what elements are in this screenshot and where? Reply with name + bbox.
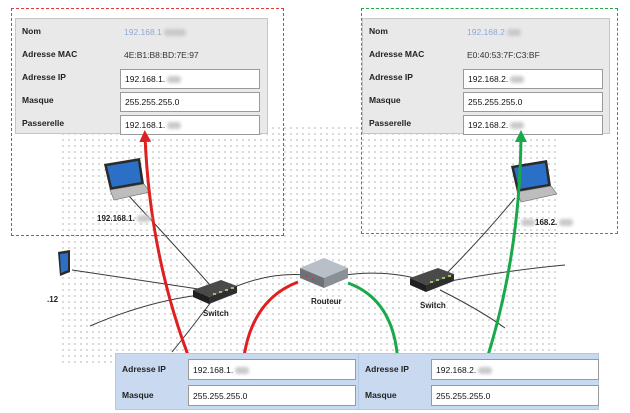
left-ip-field[interactable]: 192.168.1.	[120, 69, 260, 89]
bottom-left-ip-label: Adresse IP	[122, 364, 166, 374]
router-icon	[300, 258, 348, 288]
right-laptop-label: 168.2.	[519, 218, 574, 227]
left-name-value[interactable]: 192.168.1	[120, 23, 260, 43]
blurred-text	[167, 76, 182, 84]
left-mac-value: 4E:B1:B8:BD:7E:97	[124, 50, 199, 60]
left-name-label: Nom	[22, 26, 41, 36]
left-mask-field[interactable]: 255.255.255.0	[120, 92, 260, 112]
blurred-text	[163, 29, 186, 37]
right-gateway-label: Passerelle	[369, 118, 412, 128]
right-name-label: Nom	[369, 26, 388, 36]
cable-router-switch	[344, 272, 416, 279]
blurred-text	[167, 122, 182, 130]
edge-node-label: .12	[47, 295, 59, 304]
bottom-right-mask-field[interactable]: 255.255.255.0	[431, 385, 599, 406]
network-canvas	[60, 125, 560, 365]
blurred-text	[521, 219, 535, 227]
bottom-left-ip-field[interactable]: 192.168.1.	[188, 359, 356, 380]
left-gateway-field[interactable]: 192.168.1.	[120, 115, 260, 135]
blurred-text	[506, 29, 521, 37]
bottom-left-mask-label: Masque	[122, 390, 154, 400]
right-switch-label: Switch	[420, 301, 446, 310]
blurred-text	[510, 76, 525, 84]
bottom-right-mask-label: Masque	[365, 390, 397, 400]
cable-left-laptop	[127, 194, 211, 286]
cable-right-lower	[439, 289, 506, 329]
right-name-value[interactable]: 192.168.2	[463, 23, 603, 43]
left-laptop-label: 192.168.1.	[97, 214, 151, 223]
bottom-right-row-mask: Masque 255.255.255.0	[359, 383, 599, 408]
blurred-text	[478, 367, 493, 375]
cable-switch-router	[231, 274, 306, 289]
left-form-row-ip: Adresse IP 192.168.1.	[16, 67, 267, 91]
router-label: Routeur	[311, 297, 342, 306]
red-arrow-top	[139, 130, 195, 369]
left-form-row-gateway: Passerelle 192.168.1.	[16, 113, 267, 137]
blurred-text	[235, 367, 250, 375]
bottom-right-config: Adresse IP 192.168.2. Masque 255.255.255…	[358, 353, 599, 410]
right-mac-value: E0:40:53:7F:C3:BF	[467, 50, 540, 60]
cable-left-edge	[71, 269, 206, 291]
right-ip-field[interactable]: 192.168.2.	[463, 69, 603, 89]
bottom-left-config: Adresse IP 192.168.1. Masque 255.255.255…	[115, 353, 359, 410]
bottom-left-row-ip: Adresse IP 192.168.1.	[116, 357, 358, 382]
edge-laptop-icon	[58, 250, 70, 276]
right-gateway-field[interactable]: 192.168.2.	[463, 115, 603, 135]
right-config-highlight	[361, 8, 618, 234]
left-mask-label: Masque	[22, 95, 54, 105]
right-form-row-name: Nom 192.168.2	[363, 21, 609, 45]
green-arrow-top	[481, 130, 527, 372]
right-mask-label: Masque	[369, 95, 401, 105]
right-form-row-mask: Masque 255.255.255.0	[363, 90, 609, 114]
cable-right-edge	[444, 264, 566, 283]
left-config-form: Nom 192.168.1 Adresse MAC 4E:B1:B8:BD:7E…	[15, 18, 268, 137]
right-ip-label: Adresse IP	[369, 72, 413, 82]
right-form-row-gateway: Passerelle 192.168.2.	[363, 113, 609, 137]
left-switch-icon	[193, 280, 237, 304]
left-gateway-label: Passerelle	[22, 118, 65, 128]
left-switch-label: Switch	[203, 309, 229, 318]
left-config-highlight	[11, 8, 284, 236]
right-form-row-ip: Adresse IP 192.168.2.	[363, 67, 609, 91]
cable-left-lower	[89, 293, 209, 327]
right-form-row-mac: Adresse MAC E0:40:53:7F:C3:BF	[363, 44, 609, 68]
bottom-left-mask-field[interactable]: 255.255.255.0	[188, 385, 356, 406]
bottom-left-row-mask: Masque 255.255.255.0	[116, 383, 358, 408]
left-form-row-mask: Masque 255.255.255.0	[16, 90, 267, 114]
cable-switch-down	[171, 297, 215, 353]
left-form-row-name: Nom 192.168.1	[16, 21, 267, 45]
green-arrow-router	[347, 281, 404, 370]
right-config-form: Nom 192.168.2 Adresse MAC E0:40:53:7F:C3…	[362, 18, 610, 137]
bottom-right-ip-field[interactable]: 192.168.2.	[431, 359, 599, 380]
bottom-right-ip-label: Adresse IP	[365, 364, 409, 374]
blurred-text	[559, 219, 574, 227]
right-mask-field[interactable]: 255.255.255.0	[463, 92, 603, 112]
bottom-right-row-ip: Adresse IP 192.168.2.	[359, 357, 599, 382]
right-switch-icon	[410, 268, 454, 292]
right-mac-label: Adresse MAC	[369, 49, 425, 59]
left-mac-label: Adresse MAC	[22, 49, 78, 59]
left-laptop-icon	[104, 158, 151, 201]
blurred-text	[136, 215, 151, 223]
left-ip-label: Adresse IP	[22, 72, 66, 82]
cable-right-laptop	[444, 197, 516, 276]
red-arrow-router	[237, 280, 299, 370]
left-form-row-mac: Adresse MAC 4E:B1:B8:BD:7E:97	[16, 44, 267, 68]
blurred-text	[510, 122, 525, 130]
